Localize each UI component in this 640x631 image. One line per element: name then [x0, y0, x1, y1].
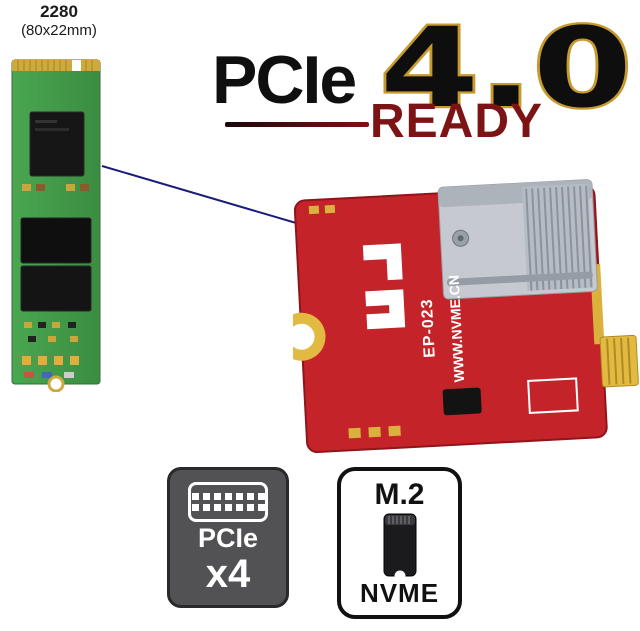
m2-badge-label: M.2: [374, 478, 425, 511]
ready-text: READY: [370, 95, 544, 148]
silkscreen-box: [527, 377, 579, 414]
gold-edge-connector: [599, 334, 639, 388]
pcie-logo-text: PCIe: [212, 42, 357, 118]
pcie-badge-label: PCIe: [197, 523, 259, 553]
logo-divider-line: [225, 122, 369, 127]
callout-line: [101, 165, 321, 231]
rubber-pad: [442, 387, 482, 416]
ssd-screw-notch: [47, 375, 65, 392]
form-factor-dimensions: (80x22mm): [21, 22, 97, 39]
form-factor-model: 2280: [40, 2, 78, 21]
svg-text:4.0: 4.0: [380, 8, 632, 124]
adapter-board-photo: EP-023 WWW.NVME.CN: [293, 179, 639, 454]
form-factor-label: 2280 (80x22mm): [6, 2, 112, 39]
pcie-x4-badge: PCIe x4: [167, 467, 289, 608]
adapter-model-text: EP-023: [419, 298, 439, 358]
m2-badge-protocol: NVME: [359, 578, 440, 608]
ssd-nand-chip-1: [20, 217, 92, 264]
ssd-passive-components: [24, 322, 78, 342]
pin-header-icon: [188, 482, 268, 522]
ssd-edge-connector: [12, 60, 100, 71]
ssd-nand-chip-2: [20, 265, 92, 312]
brand-logo-mark: [362, 243, 406, 330]
ssd-2280-photo: [11, 59, 101, 392]
adapter-solder-pads: [308, 204, 401, 439]
adapter-website-text: WWW.NVME.CN: [446, 275, 468, 383]
m2-nvme-badge: M.2 NVME: [337, 467, 462, 619]
m2-socket: [437, 179, 598, 300]
screw-notch: [293, 312, 326, 361]
ssd-capacitors: [22, 184, 89, 191]
ssd-solder-pads: [22, 356, 79, 378]
pcie-version-text: 4.0: [378, 8, 635, 124]
m2-ssd-icon: [383, 513, 416, 578]
pcie-badge-lanes: x4: [205, 552, 251, 596]
